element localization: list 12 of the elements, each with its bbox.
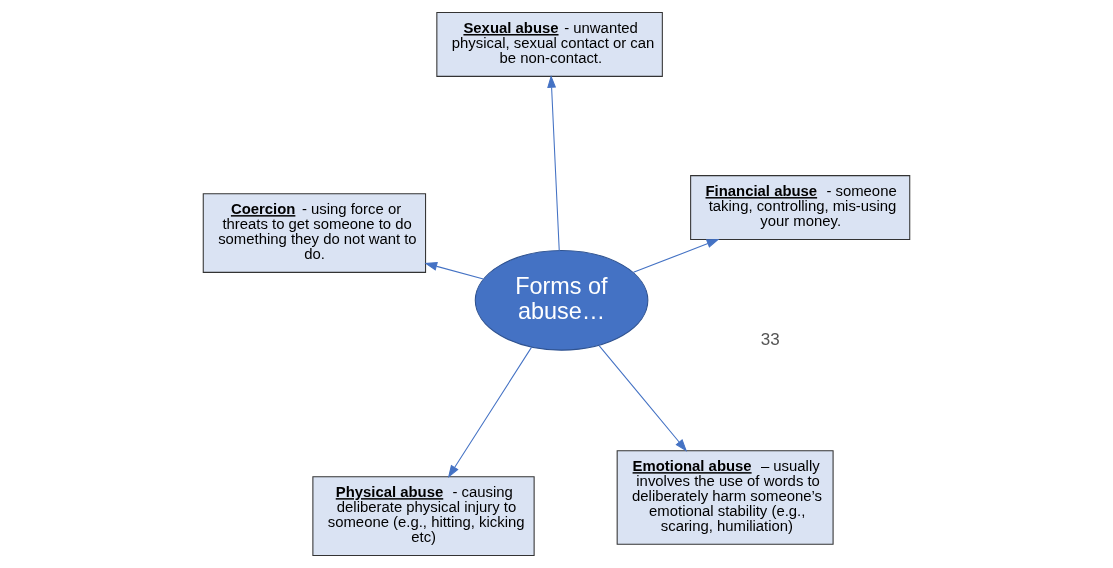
node-box: Coercion - using force or threats to get someone to do something they do not want to do.: [202, 193, 427, 273]
node-box: Emotional abuse – usually involves the use of words to deliberately harm someone’s emotional stability (e.g., scaring, humiliation): [616, 450, 834, 545]
arrow: [447, 346, 533, 478]
label: 33: [760, 329, 780, 349]
node-box: Financial abuse - someone taking, controlling, mis-using your money.: [690, 175, 911, 240]
arrow: [598, 345, 688, 452]
arrow: [424, 262, 484, 280]
node-box: Sexual abuse - unwanted physical, sexual contact or can be non-contact.: [436, 12, 663, 77]
arrow: [547, 75, 560, 252]
node-ellipse: Forms of abuse…: [474, 249, 649, 351]
node-box: Physical abuse - causing deliberate physical injury to someone (e.g., hitting, kicking etc): [312, 476, 535, 556]
arrow: [632, 238, 720, 273]
